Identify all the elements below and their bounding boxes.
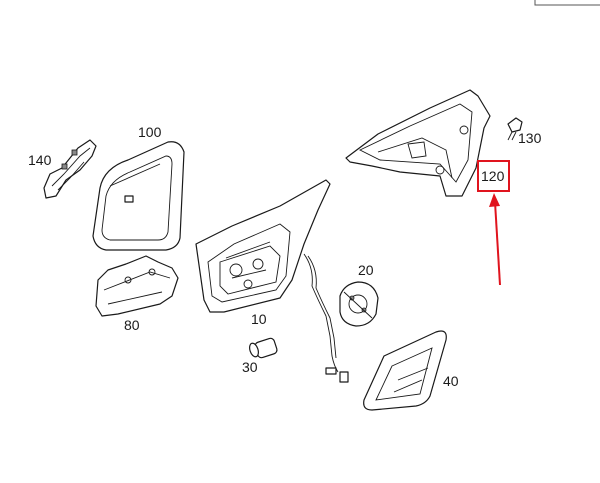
part-140-turn-signal [43, 139, 97, 199]
label-40: 40 [443, 373, 459, 389]
label-120: 120 [481, 168, 505, 184]
label-20: 20 [358, 262, 374, 278]
part-100-housing-frame [92, 141, 185, 251]
part-80-lower-cover [95, 255, 179, 317]
highlight-box-120 [477, 160, 510, 192]
part-30-bulb [249, 337, 278, 359]
part-20-actuator [339, 281, 379, 327]
label-80: 80 [124, 317, 140, 333]
part-130-screw [507, 117, 523, 141]
part-120-mount-bracket [345, 89, 491, 197]
label-10: 10 [251, 311, 267, 327]
part-40-mirror-glass [363, 330, 447, 411]
label-130: 130 [518, 130, 542, 146]
corner-frame [534, 0, 600, 6]
part-10-mirror-base [195, 179, 349, 383]
label-140: 140 [28, 152, 52, 168]
label-100: 100 [138, 124, 162, 140]
arrow-to-120 [489, 193, 501, 286]
label-30: 30 [242, 359, 258, 375]
